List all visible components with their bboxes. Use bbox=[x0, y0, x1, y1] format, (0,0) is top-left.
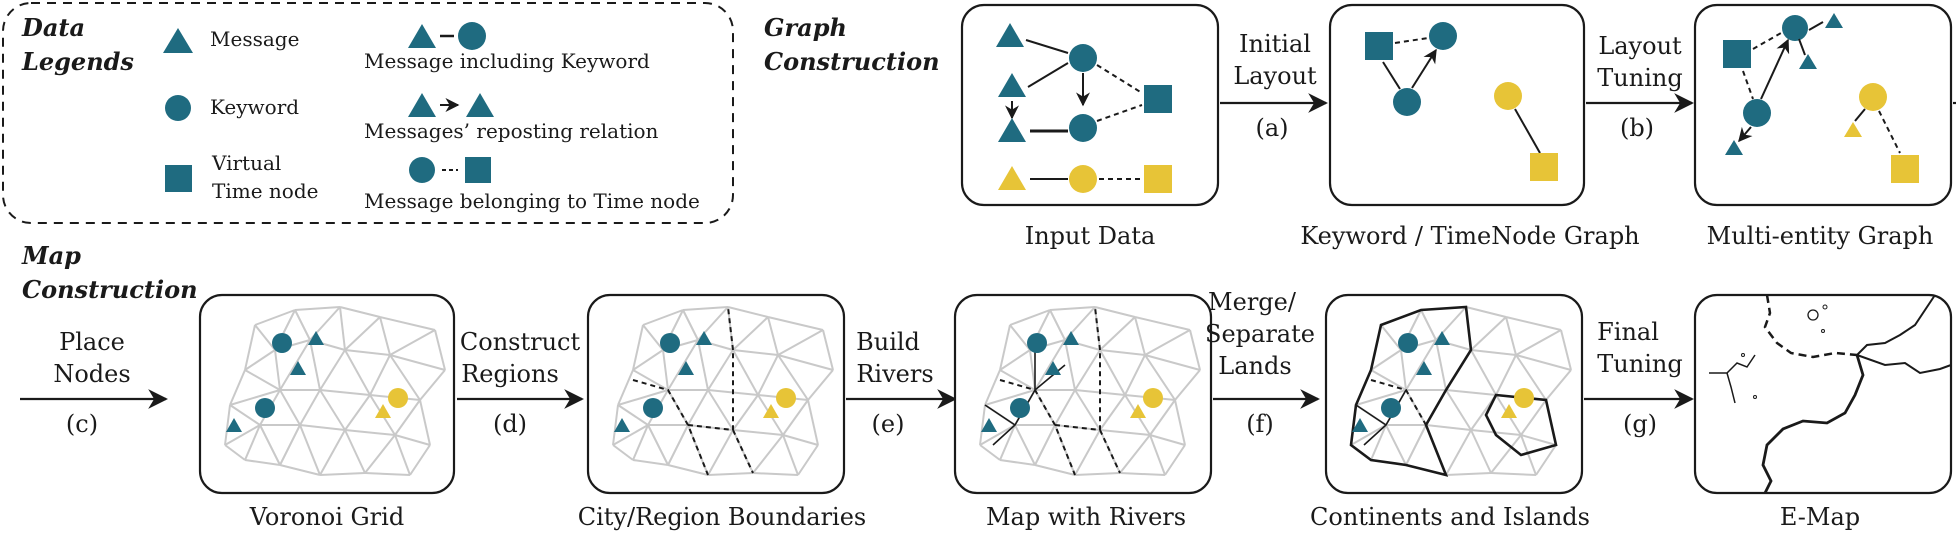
legend-title-2: Legends bbox=[21, 47, 134, 76]
continents-panel bbox=[1324, 293, 1584, 495]
map-section-title: Map bbox=[21, 241, 81, 270]
multi-entity-label: Multi-entity Graph bbox=[1707, 222, 1934, 250]
step-e-arrow: Build Rivers (e) bbox=[846, 328, 957, 438]
legend-msg-keyword-label: Message including Keyword bbox=[364, 49, 650, 73]
input-data-panel bbox=[960, 3, 1220, 207]
region-boundary-lines bbox=[632, 306, 754, 476]
step-e-line2: Rivers bbox=[856, 360, 933, 388]
legend-belonging-label: Message belonging to Time node bbox=[364, 189, 700, 213]
step-d-arrow: Construct Regions (d) bbox=[457, 328, 584, 438]
step-f-line1: Merge/ bbox=[1208, 288, 1297, 316]
time-node-legend-icon bbox=[165, 165, 192, 192]
step-b-tag: (b) bbox=[1620, 114, 1654, 142]
map-rivers-panel bbox=[953, 293, 1213, 495]
step-a-line2: Layout bbox=[1233, 62, 1317, 90]
step-d-line2: Regions bbox=[461, 360, 559, 388]
step-f-line3: Lands bbox=[1218, 352, 1291, 380]
legend-virtual-label: Virtual bbox=[211, 151, 281, 175]
keyword-timenode-panel bbox=[1328, 3, 1586, 207]
step-g-line1: Final bbox=[1597, 318, 1659, 346]
voronoi-grid-panel bbox=[198, 293, 456, 495]
graph-section-title: Graph bbox=[764, 13, 847, 42]
step-c-tag: (c) bbox=[66, 410, 98, 438]
step-g-arrow: Final Tuning (g) bbox=[1584, 318, 1694, 438]
step-e-line1: Build bbox=[856, 328, 920, 356]
step-a-tag: (a) bbox=[1255, 114, 1288, 142]
e-map-coastlines bbox=[1709, 294, 1952, 494]
region-boundaries-label: City/Region Boundaries bbox=[578, 503, 867, 531]
keyword-timenode-label: Keyword / TimeNode Graph bbox=[1300, 222, 1639, 250]
step-g-tag: (g) bbox=[1623, 410, 1657, 438]
msg-keyword-legend-icon bbox=[408, 22, 486, 50]
region-boundary-lines bbox=[999, 306, 1121, 476]
legend-timenode-label: Time node bbox=[212, 179, 318, 203]
legend-message-label: Message bbox=[210, 27, 299, 51]
step-c-arrow: Place Nodes (c) bbox=[20, 328, 168, 438]
legend-reposting-label: Messages’ reposting relation bbox=[364, 119, 659, 143]
step-g-line2: Tuning bbox=[1597, 350, 1682, 378]
input-data-label: Input Data bbox=[1025, 222, 1156, 250]
river-lines bbox=[1355, 389, 1407, 446]
legend-keyword-label: Keyword bbox=[210, 95, 299, 119]
voronoi-grid-label: Voronoi Grid bbox=[249, 503, 404, 531]
step-a-arrow: Initial Layout (a) bbox=[1220, 30, 1328, 142]
continents-label: Continents and Islands bbox=[1310, 503, 1590, 531]
step-e-tag: (e) bbox=[872, 410, 905, 438]
step-b-line2: Tuning bbox=[1597, 64, 1682, 92]
e-map-panel bbox=[1693, 293, 1953, 495]
region-boundaries-panel bbox=[586, 293, 846, 495]
step-b-line1: Layout bbox=[1598, 32, 1682, 60]
multi-entity-panel bbox=[1693, 3, 1953, 207]
map-rivers-label: Map with Rivers bbox=[986, 503, 1186, 531]
reposting-legend-icon bbox=[408, 93, 494, 117]
island-border bbox=[1484, 393, 1558, 457]
keyword-legend-icon bbox=[165, 95, 191, 121]
legend-title: Data bbox=[21, 13, 85, 42]
step-c-line1: Place bbox=[59, 328, 125, 356]
step-f-arrow: Merge/ Separate Lands (f) bbox=[1205, 288, 1320, 438]
step-f-line2: Separate bbox=[1205, 320, 1315, 348]
graph-section-title-2: Construction bbox=[764, 47, 940, 76]
belonging-legend-icon bbox=[409, 157, 491, 183]
message-legend-icon bbox=[163, 28, 193, 53]
step-c-line2: Nodes bbox=[53, 360, 130, 388]
map-section-title-2: Construction bbox=[22, 275, 198, 304]
step-d-tag: (d) bbox=[493, 410, 527, 438]
step-a-line1: Initial bbox=[1239, 30, 1311, 58]
step-b-arrow: Layout Tuning (b) bbox=[1586, 32, 1694, 142]
step-f-tag: (f) bbox=[1246, 410, 1274, 438]
data-legend: Data Legends Message Keyword Virtual Tim… bbox=[2, 2, 734, 224]
step-d-line1: Construct bbox=[460, 328, 581, 356]
e-map-label: E-Map bbox=[1780, 503, 1860, 531]
